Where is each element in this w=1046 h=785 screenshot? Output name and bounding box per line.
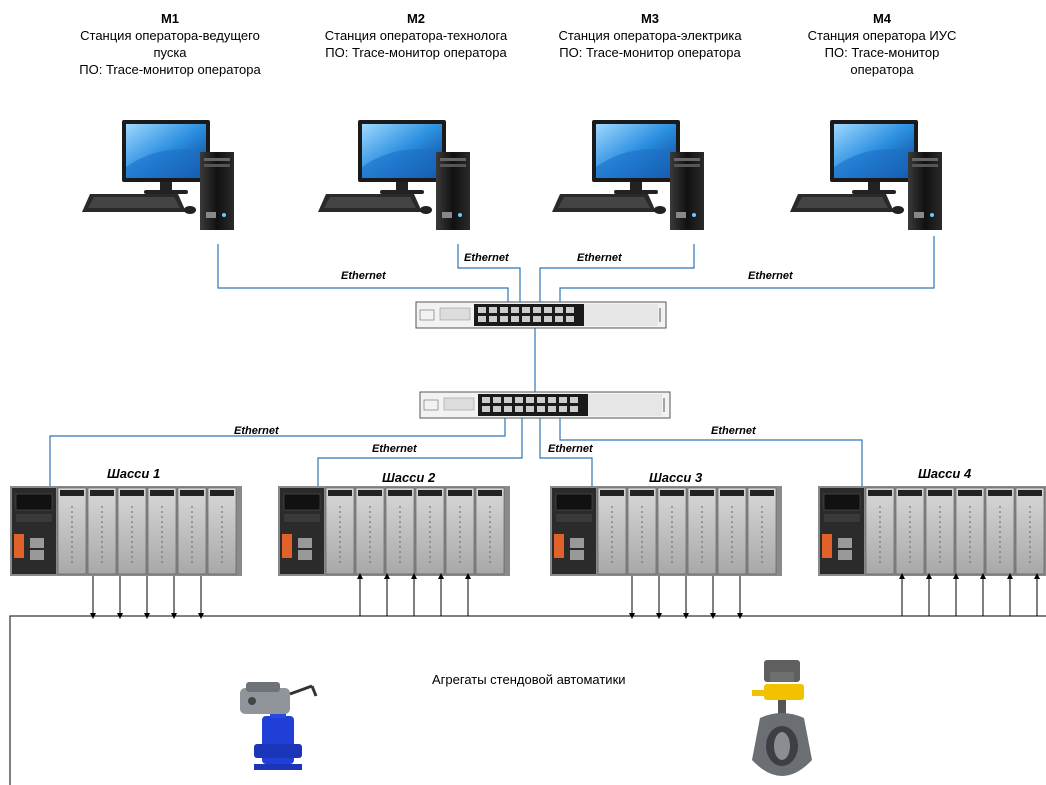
- station-line: ПО: Trace-монитор оператора: [79, 62, 261, 77]
- workstation-m4: [790, 120, 942, 230]
- gate-valve-icon: [240, 682, 318, 770]
- signal-arrows: [90, 573, 1040, 619]
- station-line: Станция оператора-ведущего: [80, 28, 260, 43]
- ethernet-label-m2: Ethernet: [464, 252, 509, 264]
- workstation-m1: [82, 120, 234, 230]
- station-line: оператора: [850, 62, 914, 77]
- upper-ethernet-links: [49, 236, 935, 490]
- chassis-2: [277, 485, 511, 577]
- station-m4-label: M4 Станция оператора ИУС ПО: Trace-монит…: [762, 10, 1002, 78]
- station-code: M3: [640, 11, 660, 26]
- ethernet-label-chassis-3: Ethernet: [548, 443, 593, 455]
- station-line: Станция оператора-электрика: [558, 28, 742, 43]
- ethernet-label-chassis-1: Ethernet: [234, 425, 279, 437]
- station-line: ПО: Trace-монитор: [824, 45, 940, 60]
- ethernet-label-chassis-2: Ethernet: [372, 443, 417, 455]
- bench-automation-units-label: Агрегаты стендовой автоматики: [432, 672, 626, 687]
- chassis-3: [549, 485, 783, 577]
- station-code: M2: [406, 11, 426, 26]
- network-switch-lower: [419, 391, 671, 419]
- station-code: M1: [160, 11, 180, 26]
- chassis-4-label: Шасси 4: [918, 466, 972, 481]
- butterfly-valve-icon: [752, 660, 812, 776]
- chassis-1: [9, 485, 243, 577]
- station-line: ПО: Trace-монитор оператора: [325, 45, 507, 60]
- station-line: пуска: [153, 45, 187, 60]
- ethernet-label-chassis-4: Ethernet: [711, 425, 756, 437]
- workstation-m2: [318, 120, 470, 230]
- station-line: Станция оператора ИУС: [807, 28, 957, 43]
- chassis-1-label: Шасси 1: [107, 466, 161, 481]
- station-m2-label: M2 Станция оператора-технолога ПО: Trace…: [296, 10, 536, 61]
- ethernet-label-m3: Ethernet: [577, 252, 622, 264]
- chassis-4: [817, 485, 1046, 577]
- units-frame: [9, 615, 1046, 785]
- network-switch-upper: [415, 301, 667, 329]
- station-line: Станция оператора-технолога: [324, 28, 508, 43]
- station-code: M4: [872, 11, 892, 26]
- chassis-2-label: Шасси 2: [382, 470, 436, 485]
- ethernet-label-m1: Ethernet: [341, 270, 386, 282]
- station-line: ПО: Trace-монитор оператора: [559, 45, 741, 60]
- ethernet-label-m4: Ethernet: [748, 270, 793, 282]
- chassis-3-label: Шасси 3: [649, 470, 703, 485]
- workstation-m3: [552, 120, 704, 230]
- station-m3-label: M3 Станция оператора-электрика ПО: Trace…: [530, 10, 770, 61]
- station-m1-label: M1 Станция оператора-ведущего пуска ПО: …: [50, 10, 290, 78]
